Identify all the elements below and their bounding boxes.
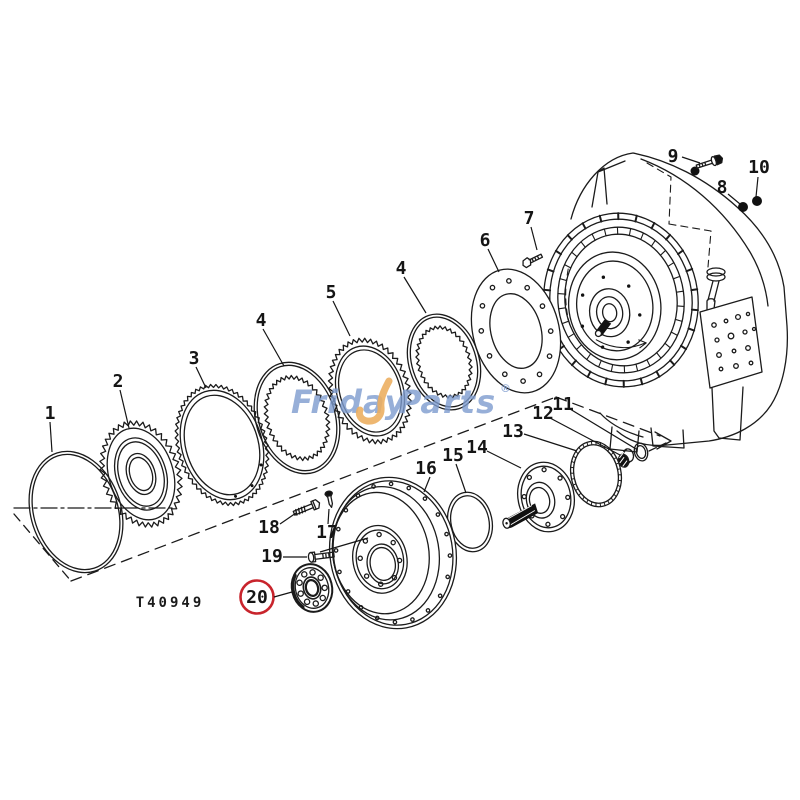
highlight-circle bbox=[239, 579, 275, 615]
part-label-20-highlighted: 20 bbox=[246, 587, 268, 608]
nut bbox=[752, 196, 762, 206]
case-hanger bbox=[591, 160, 626, 208]
bolt-9 bbox=[695, 154, 724, 169]
part-14-hub-shaft bbox=[502, 461, 575, 533]
leader-line-2 bbox=[119, 389, 130, 429]
lower-parts-row bbox=[290, 440, 649, 630]
leader-line-17 bbox=[327, 508, 330, 525]
nut bbox=[738, 202, 748, 212]
part-label-6: 6 bbox=[480, 230, 491, 251]
part-label-4: 4 bbox=[256, 310, 267, 331]
part-label-8: 8 bbox=[717, 177, 728, 198]
watermark-logo: Friday Parts ® bbox=[291, 377, 511, 425]
leader-line-11 bbox=[569, 408, 637, 450]
part-6-plate bbox=[470, 268, 562, 394]
drawing-number: T40949 bbox=[136, 595, 205, 611]
rotation-arrow bbox=[595, 339, 647, 349]
part-label-10: 10 bbox=[748, 157, 770, 178]
leader-line-15 bbox=[455, 463, 467, 494]
leader-line-19 bbox=[319, 537, 369, 553]
part-17-screw bbox=[324, 490, 334, 508]
mounting-hardware bbox=[522, 154, 762, 269]
leader-line-13 bbox=[523, 433, 578, 452]
part-20-bearing bbox=[290, 563, 334, 613]
part-label-1: 1 bbox=[45, 403, 56, 424]
part-18-bolt bbox=[292, 499, 321, 516]
part-label-3: 3 bbox=[189, 348, 200, 369]
part-3-ring-gear bbox=[174, 383, 270, 507]
converter-hub bbox=[580, 275, 642, 349]
part-label-2: 2 bbox=[113, 371, 124, 392]
valve-plate bbox=[699, 296, 763, 441]
case-feet bbox=[599, 412, 685, 453]
axis-dash-right bbox=[555, 396, 661, 437]
leader-line-7 bbox=[530, 226, 538, 251]
leader-line-14 bbox=[486, 450, 522, 469]
watermark-swoosh bbox=[355, 377, 393, 425]
leader-line-3 bbox=[195, 366, 207, 389]
part-16-converter-housing bbox=[328, 476, 458, 630]
leader-line-1 bbox=[49, 421, 53, 453]
leader-line-9 bbox=[681, 156, 701, 164]
part-label-7: 7 bbox=[524, 208, 535, 229]
part-12-bushing bbox=[617, 448, 635, 468]
leader-line-8 bbox=[727, 193, 741, 205]
part-label-17: 17 bbox=[316, 522, 338, 543]
leader-line-16 bbox=[423, 476, 431, 493]
part-label-16: 16 bbox=[415, 458, 437, 479]
part-label-11: 11 bbox=[552, 394, 574, 415]
part-label-9: 9 bbox=[668, 146, 679, 167]
part-2-drum-gear bbox=[99, 420, 183, 528]
leader-line-20 bbox=[273, 591, 293, 598]
clutch-pack-row bbox=[28, 268, 562, 574]
watermark-word2: Parts bbox=[398, 383, 496, 421]
part-19-bolt bbox=[307, 551, 335, 563]
leader-line-18 bbox=[279, 512, 297, 525]
part-11-oring bbox=[633, 442, 649, 462]
leader-line-4 bbox=[403, 276, 427, 314]
watermark-word1: Friday bbox=[291, 383, 407, 421]
leader-line-6 bbox=[487, 248, 500, 273]
watermark-registered-mark: ® bbox=[500, 382, 511, 395]
part-1-ring bbox=[28, 450, 124, 574]
part-label-4: 4 bbox=[396, 258, 407, 279]
bolt-7 bbox=[522, 253, 544, 269]
leader-line-10 bbox=[755, 176, 759, 198]
part-label-12: 12 bbox=[532, 403, 554, 424]
part-label-14: 14 bbox=[466, 437, 488, 458]
leader-line-5 bbox=[332, 300, 351, 337]
leader-line-12 bbox=[549, 417, 621, 456]
part-5-disc bbox=[327, 337, 413, 445]
axis-dash-left bbox=[13, 513, 72, 582]
part-label-19: 19 bbox=[261, 546, 283, 567]
axis-dash-main bbox=[70, 396, 557, 582]
part-label-15: 15 bbox=[442, 445, 464, 466]
construction-lines bbox=[13, 396, 672, 582]
part-label-18: 18 bbox=[258, 517, 280, 538]
part-label-5: 5 bbox=[326, 282, 337, 303]
transmission-case bbox=[570, 152, 789, 453]
breather-cap bbox=[706, 267, 726, 318]
leader-line-4 bbox=[262, 328, 285, 367]
axis-dash-lower bbox=[648, 442, 667, 452]
part-label-13: 13 bbox=[502, 421, 524, 442]
torque-converter bbox=[543, 212, 699, 388]
